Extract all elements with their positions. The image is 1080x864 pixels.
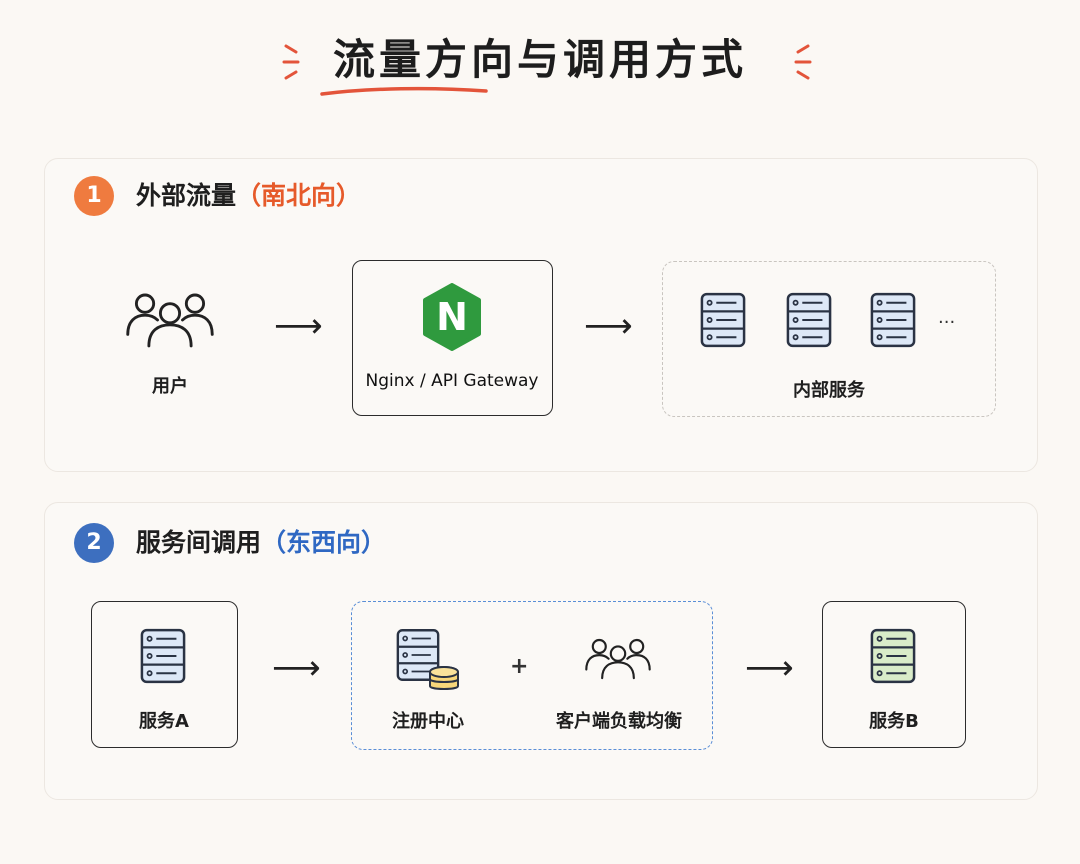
registry-label: 注册中心: [392, 711, 464, 732]
section-2-direction: （东西向）: [261, 528, 387, 557]
client-lb-label: 客户端负载均衡: [556, 711, 682, 732]
section-2-heading: 服务间调用: [136, 528, 262, 557]
arrow-discovery-to-b: ⟶: [745, 648, 794, 688]
nginx-logo-letter: N: [436, 295, 468, 339]
section-2-title: 服务间调用（东西向）: [136, 523, 386, 563]
left-sparkle-icon: [282, 44, 300, 80]
arrow-gateway-to-internal: ⟶: [584, 306, 633, 346]
arrow-a-to-discovery: ⟶: [272, 648, 321, 688]
plus-sign: +: [510, 654, 529, 679]
arrow-users-to-gateway: ⟶: [274, 306, 323, 346]
page-title: 流量方向与调用方式: [332, 35, 747, 84]
server-icon: [870, 628, 916, 684]
right-sparkle-icon: [794, 44, 812, 80]
users-icon: [585, 638, 651, 680]
users-label: 用户: [152, 376, 188, 397]
section-1-direction: （南北向）: [236, 181, 362, 210]
title-underline: [320, 86, 488, 96]
registry-icon: [396, 629, 459, 690]
gateway-label: Nginx / API Gateway: [365, 371, 539, 391]
server-icon: [700, 292, 746, 348]
section-1-title: 外部流量（南北向）: [136, 176, 361, 216]
database-icon: [429, 666, 459, 690]
server-icon: [870, 292, 916, 348]
users-icon: [126, 293, 214, 348]
service-a-label: 服务A: [139, 711, 189, 732]
section-1-heading: 外部流量: [136, 181, 237, 210]
section-1-badge: 1: [74, 176, 114, 216]
server-icon: [786, 292, 832, 348]
internal-services-label: 内部服务: [793, 380, 865, 401]
server-icon: [140, 628, 186, 684]
nginx-logo: [423, 283, 481, 351]
section-2-badge: 2: [74, 523, 114, 563]
more-services-ellipsis: ···: [938, 312, 956, 333]
service-b-label: 服务B: [869, 711, 919, 732]
internal-services-group: [662, 261, 996, 417]
service-discovery-group: [351, 601, 713, 750]
